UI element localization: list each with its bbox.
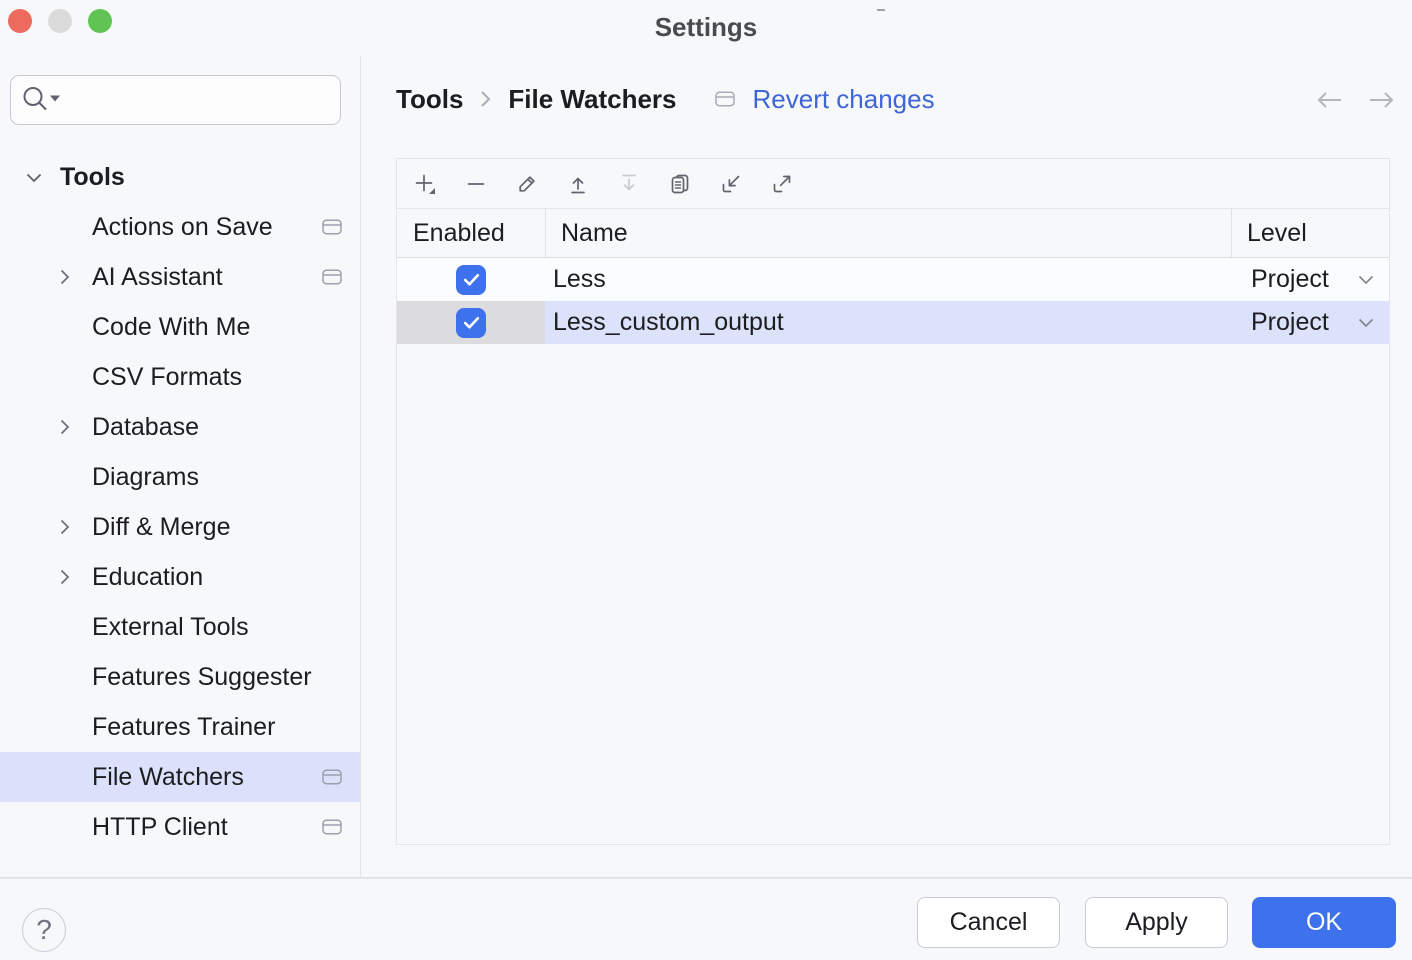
sidebar-item-label: Code With Me [92, 312, 251, 341]
watcher-name[interactable]: Less [553, 265, 606, 293]
edit-icon[interactable] [513, 170, 541, 198]
checkbox-checked[interactable] [456, 264, 486, 295]
column-header-level: Level [1231, 209, 1389, 257]
breadcrumb-section[interactable]: Tools [396, 83, 464, 114]
duplicate-icon[interactable] [666, 170, 694, 198]
chevron-down-icon [1358, 318, 1374, 328]
import-icon[interactable] [717, 170, 745, 198]
close-window-button[interactable] [8, 9, 32, 33]
sidebar-item-label: Tools [60, 162, 125, 191]
sidebar-item-csv-formats[interactable]: CSV Formats [0, 352, 360, 402]
chevron-right-icon[interactable] [60, 419, 70, 435]
watchers-toolbar [397, 159, 1389, 209]
window-icon [322, 219, 342, 235]
sidebar-item-external-tools[interactable]: External Tools [0, 602, 360, 652]
add-icon[interactable] [411, 170, 439, 198]
sidebar-item-label: Features Suggester [92, 662, 312, 691]
window-icon [322, 269, 342, 285]
sidebar-item-tools[interactable]: Tools [0, 152, 360, 202]
sidebar-item-label: Database [92, 412, 200, 441]
breadcrumb: Tools File Watchers Revert changes [396, 80, 935, 118]
table-row[interactable]: Less_custom_output Project [397, 301, 1389, 344]
footer-divider [0, 877, 1412, 879]
search-field[interactable] [10, 75, 379, 125]
sidebar-item-label: CSV Formats [92, 362, 243, 391]
sidebar-item-education[interactable]: Education [0, 552, 360, 602]
breadcrumb-separator-icon [480, 90, 491, 108]
minimize-window-button[interactable] [48, 9, 72, 33]
level-value: Project [1251, 308, 1329, 336]
breadcrumb-page: File Watchers [508, 83, 677, 114]
move-up-icon[interactable] [564, 170, 592, 198]
sidebar-item-database[interactable]: Database [0, 402, 360, 452]
chevron-right-icon[interactable] [60, 519, 70, 535]
sidebar-item-label: Actions on Save [92, 212, 273, 241]
file-watchers-panel: Enabled Name Level Less Project Less_cus… [396, 158, 1390, 845]
sidebar-item-label: Features Trainer [92, 712, 276, 741]
cancel-button[interactable]: Cancel [917, 897, 1060, 948]
search-icon [21, 85, 63, 115]
enabled-cell [397, 258, 545, 301]
sidebar-item-label: AI Assistant [92, 262, 223, 291]
sidebar-item-label: HTTP Client [92, 812, 228, 841]
sidebar-item-http-client[interactable]: HTTP Client [0, 802, 360, 852]
sidebar-item-label: Diagrams [92, 462, 199, 491]
sidebar-item-label: File Watchers [92, 762, 244, 791]
level-dropdown[interactable]: Project [1231, 301, 1389, 344]
enabled-cell [397, 301, 545, 344]
chevron-down-icon [1358, 275, 1374, 285]
sidebar-item-features-suggester[interactable]: Features Suggester [0, 652, 360, 702]
chevron-down-icon[interactable] [26, 173, 42, 183]
ok-button[interactable]: OK [1252, 897, 1396, 948]
export-icon[interactable] [768, 170, 796, 198]
table-header: Enabled Name Level [397, 209, 1389, 258]
stray-mark [877, 9, 885, 11]
column-header-enabled: Enabled [413, 218, 505, 247]
sidebar-item-file-watchers[interactable]: File Watchers [0, 752, 360, 802]
sidebar-item-diff-merge[interactable]: Diff & Merge [0, 502, 360, 552]
search-input[interactable] [69, 86, 379, 114]
remove-icon[interactable] [462, 170, 490, 198]
column-header-name: Name [545, 209, 1231, 257]
revert-changes-link[interactable]: Revert changes [752, 83, 935, 114]
sidebar-item-label: External Tools [92, 612, 249, 641]
window-title: Settings [654, 12, 758, 42]
chevron-right-icon[interactable] [60, 569, 70, 585]
watcher-name[interactable]: Less_custom_output [545, 301, 1231, 344]
chevron-right-icon[interactable] [60, 269, 70, 285]
window-icon [322, 819, 342, 835]
table-row[interactable]: Less Project [397, 258, 1389, 301]
sidebar-item-label: Diff & Merge [92, 512, 231, 541]
sidebar-item-label: Education [92, 562, 204, 591]
window-icon [714, 91, 735, 107]
settings-tree: Tools Actions on Save AI Assistant Code … [0, 152, 360, 852]
sidebar-item-diagrams[interactable]: Diagrams [0, 452, 360, 502]
title-bar: Settings [0, 0, 1412, 56]
sidebar-item-features-trainer[interactable]: Features Trainer [0, 702, 360, 752]
navigate-back-button[interactable] [1316, 91, 1343, 109]
sidebar-item-ai-assistant[interactable]: AI Assistant [0, 252, 360, 302]
settings-sidebar: Tools Actions on Save AI Assistant Code … [0, 56, 379, 877]
help-button[interactable]: ? [22, 908, 66, 952]
sidebar-item-code-with-me[interactable]: Code With Me [0, 302, 360, 352]
checkbox-checked[interactable] [456, 307, 486, 338]
zoom-window-button[interactable] [88, 9, 112, 33]
move-down-icon[interactable] [615, 170, 643, 198]
level-dropdown[interactable]: Project [1231, 258, 1389, 301]
navigate-forward-button[interactable] [1368, 91, 1395, 109]
level-value: Project [1251, 265, 1329, 293]
window-icon [322, 769, 342, 785]
sidebar-item-actions-on-save[interactable]: Actions on Save [0, 202, 360, 252]
apply-button[interactable]: Apply [1085, 897, 1228, 948]
